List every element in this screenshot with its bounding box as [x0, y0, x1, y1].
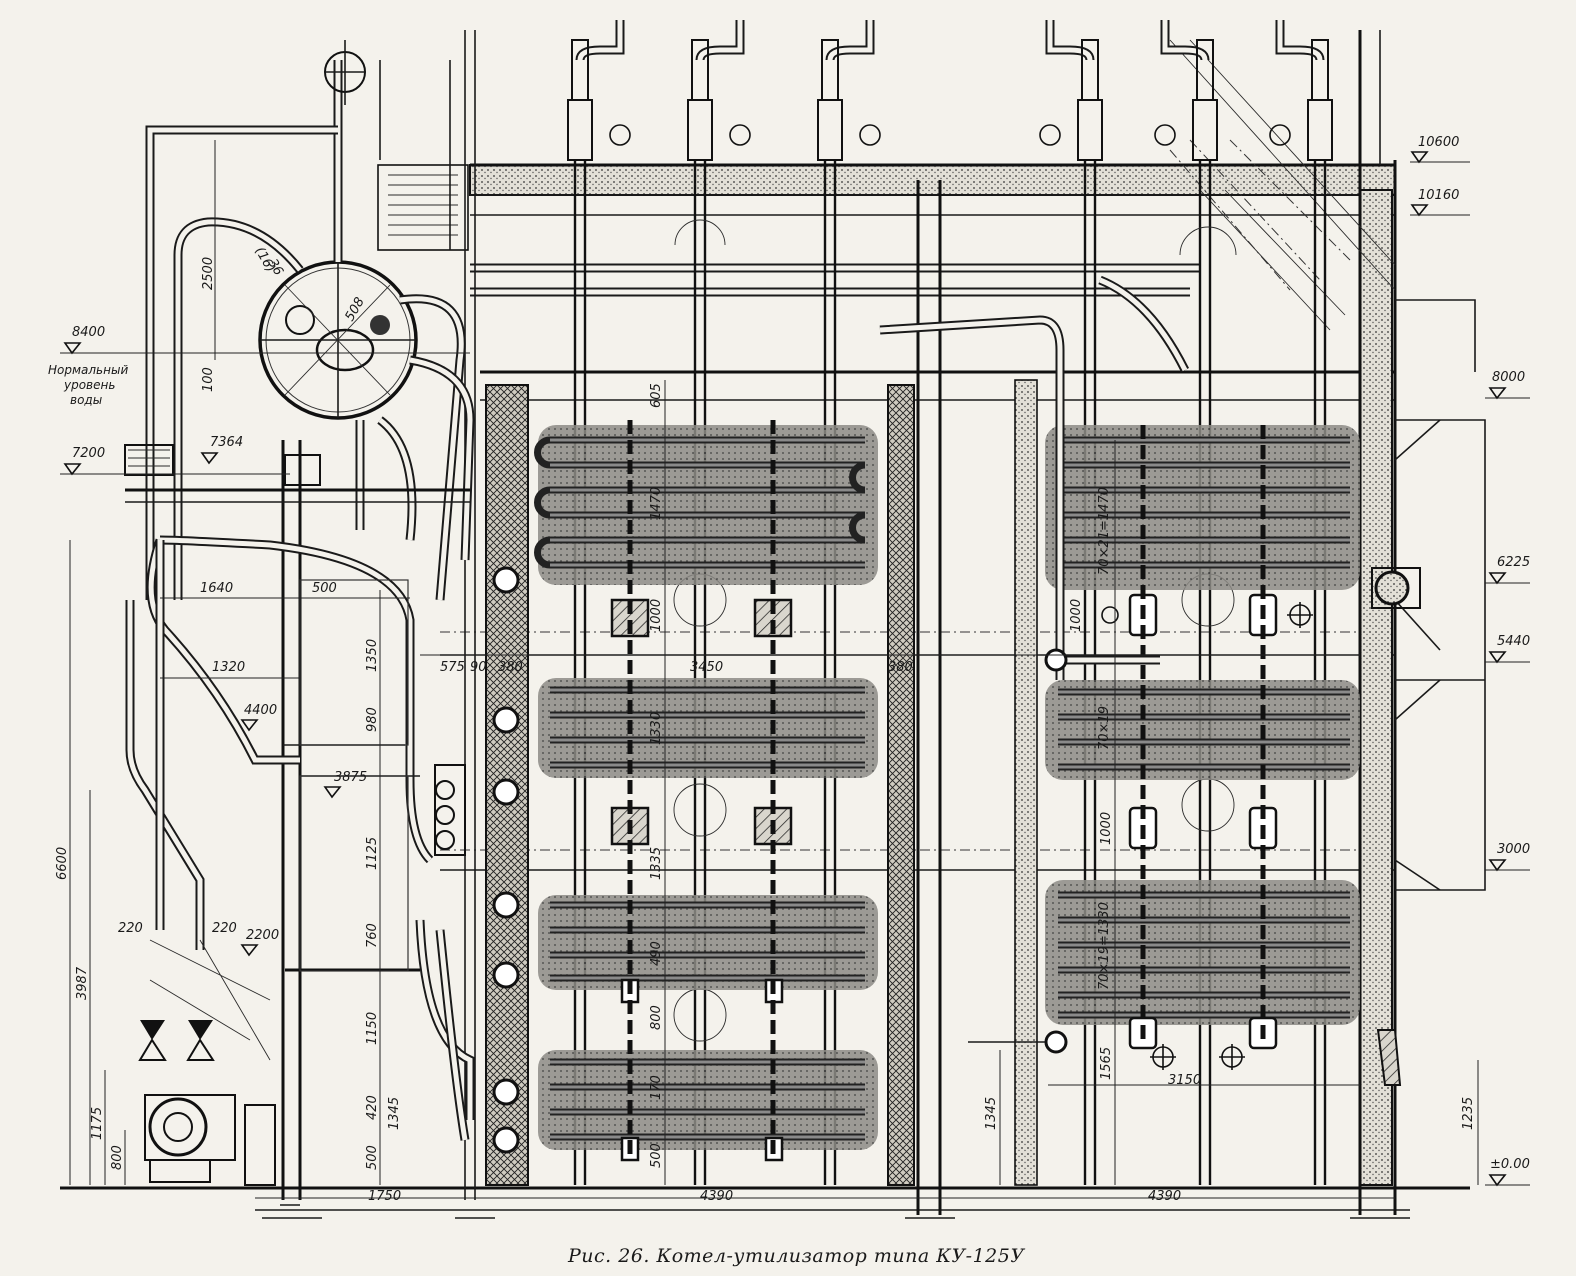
elevation-10600: 10600	[1418, 135, 1459, 150]
dim-500-c: 500	[365, 1145, 380, 1170]
dim-1235: 1235	[1461, 1097, 1476, 1130]
dim-1000-c: 1000	[1099, 812, 1114, 845]
coil-bank-left-1	[534, 425, 878, 585]
dim-500-a: 500	[312, 581, 337, 596]
coil-bank-left-3	[538, 895, 878, 990]
coil-bank-right-2	[1045, 680, 1360, 780]
dim-3987: 3987	[75, 966, 90, 1000]
water-level-note: Нормальный уровень воды	[48, 363, 128, 407]
dim-1345-a: 1345	[387, 1097, 402, 1130]
dim-508: 508	[342, 295, 367, 324]
structure	[60, 30, 1486, 1219]
dim-605: 605	[649, 383, 664, 408]
elevation-4400: 4400	[244, 703, 277, 718]
dim-170: 170	[649, 1075, 664, 1100]
coil-bank-left-2	[538, 678, 878, 778]
dim-1470: 1470	[649, 487, 664, 520]
coil-spec-3: 70×19=1330	[1097, 902, 1112, 990]
dim-1640: 1640	[200, 581, 233, 596]
hanger-rods	[573, 160, 1327, 1185]
dim-760: 760	[365, 923, 380, 948]
elevation-8000: 8000	[1492, 370, 1525, 385]
elevation-3000: 3000	[1497, 842, 1530, 857]
dim-100: 100	[201, 367, 216, 392]
elevation-7364: 7364	[210, 435, 243, 450]
elevation-markers	[63, 151, 1507, 1187]
top-valves	[567, 20, 1333, 161]
dim-36: 36	[265, 257, 286, 279]
water-level-line-2: уровень	[63, 378, 115, 392]
dim-1350: 1350	[365, 639, 380, 672]
dim-800-b: 800	[110, 1145, 125, 1170]
dim-490: 490	[649, 941, 664, 966]
elevation-8400: 8400	[72, 325, 105, 340]
elevation-10160: 10160	[1418, 188, 1459, 203]
dim-1125: 1125	[365, 837, 380, 870]
elevation-7200: 7200	[72, 446, 105, 461]
dim-2500: 2500	[201, 257, 216, 290]
dim-1320: 1320	[212, 660, 245, 675]
dim-220-b: 220	[212, 921, 237, 936]
dim-1330: 1330	[649, 712, 664, 745]
dim-1150: 1150	[365, 1012, 380, 1045]
elevation-2200: 2200	[246, 928, 279, 943]
dim-1345-b: 1345	[984, 1097, 999, 1130]
dim-980: 980	[365, 707, 380, 732]
coil-bank-right-1	[1045, 425, 1360, 590]
dim-1175: 1175	[90, 1107, 105, 1140]
elevation-3875: 3875	[334, 770, 367, 785]
elevation-5440: 5440	[1497, 634, 1530, 649]
elevation-6225: 6225	[1497, 555, 1530, 570]
dim-1000-a: 1000	[649, 599, 664, 632]
left-piping	[124, 40, 520, 1186]
dim-90: 90	[470, 660, 487, 675]
coil-banks	[534, 275, 1421, 1162]
dim-3450: 3450	[690, 660, 723, 675]
dim-420: 420	[365, 1095, 380, 1120]
dim-6600: 6600	[55, 847, 70, 880]
coil-spec-1: 70×21=1470	[1097, 487, 1112, 575]
coil-bank-right-3	[1045, 880, 1360, 1025]
elevation-zero: ±0.00	[1490, 1157, 1530, 1172]
dim-1000-b: 1000	[1069, 599, 1084, 632]
elevation-labels: 10600 10160 8400 8000 7364 7200 6225 544…	[72, 135, 1530, 1172]
dim-4390-a: 4390	[700, 1189, 733, 1204]
dim-800: 800	[649, 1005, 664, 1030]
dim-575: 575	[440, 660, 465, 675]
dim-380-b: 380	[888, 660, 913, 675]
valve-pair	[138, 939, 271, 1061]
water-level-line-3: воды	[70, 393, 102, 407]
dim-1565: 1565	[1099, 1047, 1114, 1080]
figure-caption: Рис. 26. Котел-утилизатор типа КУ-125У	[567, 1245, 1025, 1267]
pump	[144, 1094, 276, 1186]
water-level-line-1: Нормальный	[48, 363, 128, 377]
dim-3150: 3150	[1168, 1073, 1201, 1088]
dim-500-b: 500	[649, 1143, 664, 1168]
dim-1335: 1335	[649, 847, 664, 880]
dim-380-a: 380	[498, 660, 523, 675]
dim-220-a: 220	[118, 921, 143, 936]
steam-drum	[258, 260, 418, 420]
dim-1750: 1750	[368, 1189, 401, 1204]
dimension-lines	[60, 140, 1530, 1199]
dim-4390-b: 4390	[1148, 1189, 1181, 1204]
coil-bank-left-4	[538, 1050, 878, 1150]
coil-spec-2: 70×19	[1097, 706, 1112, 750]
